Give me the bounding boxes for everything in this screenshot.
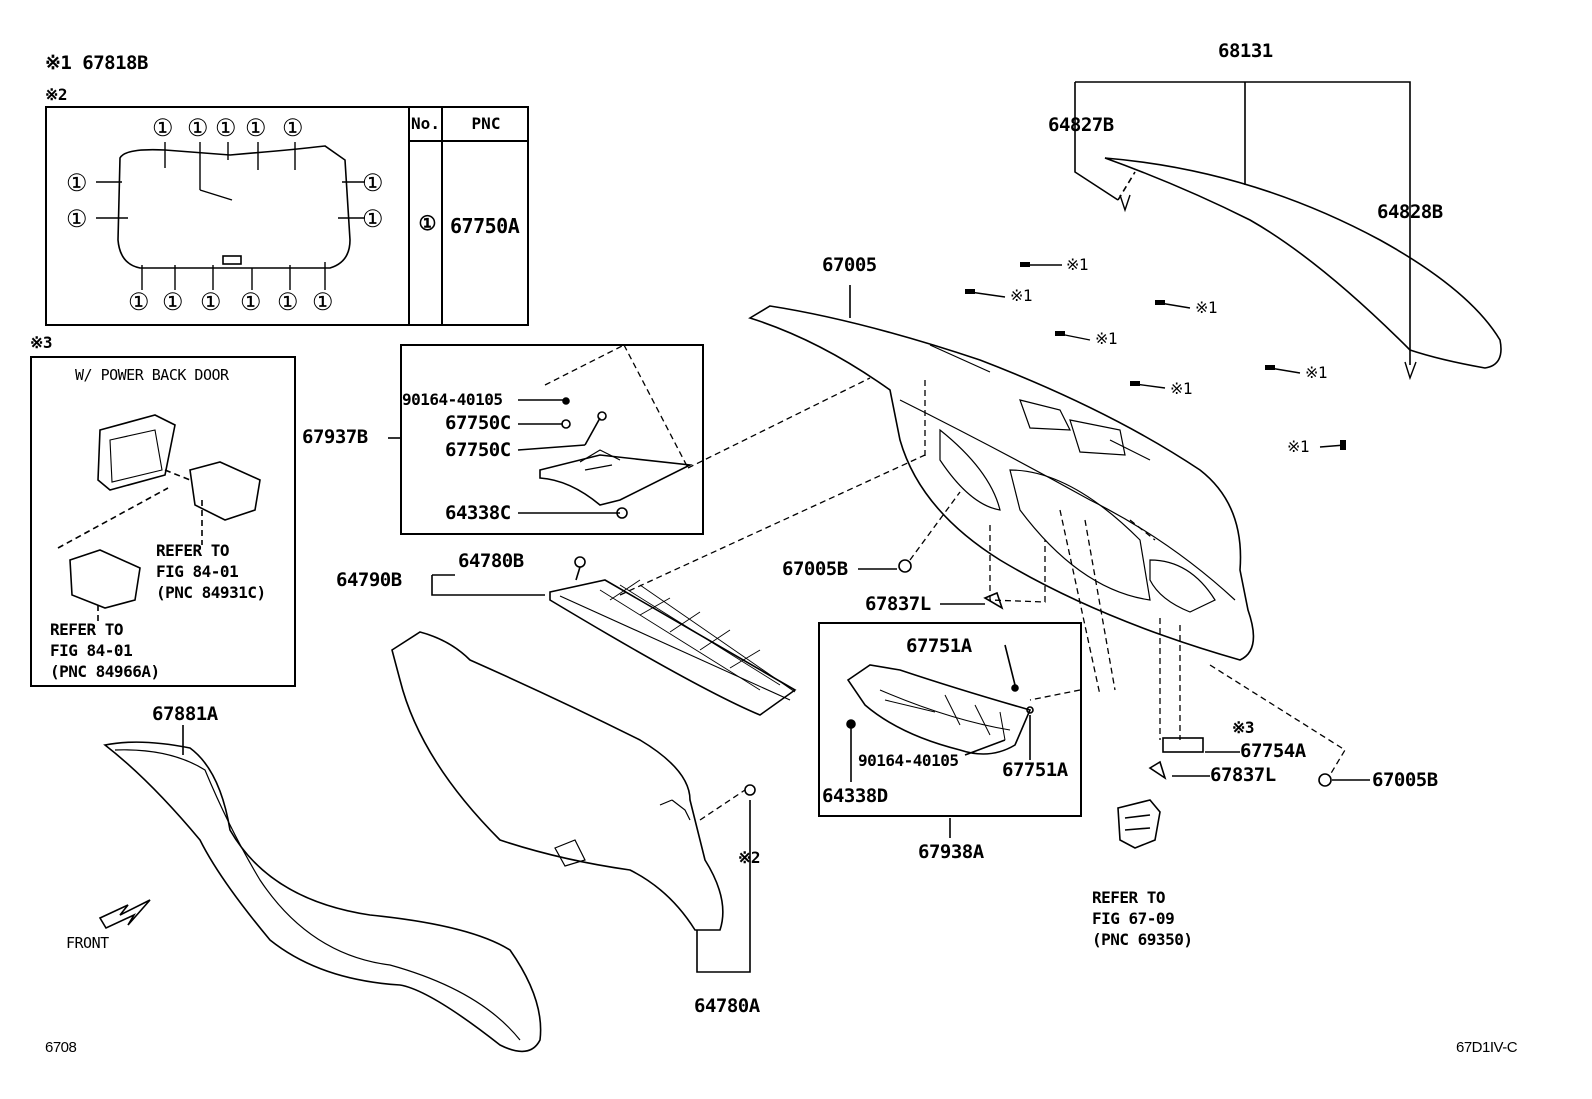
label-67938A: 67938A bbox=[918, 841, 984, 863]
ref-84966A-line1: REFER TO bbox=[50, 620, 124, 639]
label-67837L-a: 67837L bbox=[865, 593, 931, 615]
label-67750C-a: 67750C bbox=[445, 412, 511, 434]
note-2-marker: ※2 bbox=[45, 85, 68, 104]
label-90164-40105-a: 90164-40105 bbox=[402, 390, 503, 409]
label-67881A: 67881A bbox=[152, 703, 218, 725]
ref-84966A-line2: FIG 84-01 bbox=[50, 641, 133, 660]
marker: ① bbox=[187, 114, 209, 142]
front-arrow bbox=[98, 899, 151, 930]
label-90164-40105-b: 90164-40105 bbox=[858, 751, 959, 770]
marker: ① bbox=[128, 288, 150, 316]
table-row-no: ① bbox=[418, 211, 437, 235]
glass-marker-lines bbox=[96, 142, 365, 290]
bracket-67937B bbox=[539, 454, 693, 506]
switch-frame bbox=[97, 414, 176, 491]
label-64827B: 64827B bbox=[1048, 114, 1114, 136]
footer-right-code: 67D1IV-C bbox=[1456, 1039, 1518, 1056]
clip-tag: ※1 bbox=[1287, 437, 1310, 456]
label-67837L-b: 67837L bbox=[1210, 764, 1276, 786]
ref-84931C-line2: FIG 84-01 bbox=[156, 562, 239, 581]
ref-69350-line2: FIG 67-09 bbox=[1092, 909, 1175, 928]
latch-bracket bbox=[1117, 799, 1161, 849]
marker: ① bbox=[277, 288, 299, 316]
label-68131: 68131 bbox=[1218, 40, 1273, 62]
ref-84966A-line3: (PNC 84966A) bbox=[50, 662, 160, 681]
marker: ① bbox=[282, 114, 304, 142]
label-67754A: 67754A bbox=[1240, 740, 1306, 762]
ref-69350-line1: REFER TO bbox=[1092, 888, 1166, 907]
clip-tag: ※1 bbox=[1170, 379, 1193, 398]
label-67005B-b: 67005B bbox=[1372, 769, 1438, 791]
label-64790B: 64790B bbox=[336, 569, 402, 591]
table-header-no: No. bbox=[411, 114, 440, 133]
power-door-title: W/ POWER BACK DOOR bbox=[75, 366, 229, 384]
table-header-pnc: PNC bbox=[471, 114, 501, 133]
marker: ① bbox=[66, 205, 88, 233]
marker: ① bbox=[215, 114, 237, 142]
clip-tag: ※1 bbox=[1010, 286, 1033, 305]
marker: ① bbox=[362, 169, 384, 197]
marker: ① bbox=[66, 169, 88, 197]
marker: ① bbox=[200, 288, 222, 316]
footer-left-code: 6708 bbox=[45, 1039, 77, 1056]
trim-64780A bbox=[391, 631, 724, 931]
note-2-marker-b: ※2 bbox=[738, 848, 761, 867]
back-door-trim bbox=[748, 305, 1255, 661]
glass-inset-box bbox=[45, 106, 529, 326]
note-3-marker: ※3 bbox=[30, 333, 53, 352]
label-67005: 67005 bbox=[822, 254, 877, 276]
label-67750C-b: 67750C bbox=[445, 439, 511, 461]
marker: ① bbox=[162, 288, 184, 316]
label-64780B: 64780B bbox=[458, 550, 524, 572]
marker: ① bbox=[240, 288, 262, 316]
panel-67938A bbox=[818, 622, 1082, 817]
table-row-pnc: 67750A bbox=[450, 214, 520, 238]
clip-tag: ※1 bbox=[1195, 298, 1218, 317]
garnish-64790B bbox=[549, 579, 797, 716]
panel-67937B bbox=[400, 344, 704, 535]
marker: ① bbox=[245, 114, 267, 142]
front-label: FRONT bbox=[66, 934, 109, 952]
table-divider-1 bbox=[408, 106, 410, 326]
clip-tag: ※1 bbox=[1066, 255, 1089, 274]
switch-84966A bbox=[69, 549, 141, 609]
table-header-rule bbox=[408, 140, 529, 142]
note-67818B: ※1 67818B bbox=[45, 52, 148, 74]
label-64828B: 64828B bbox=[1377, 201, 1443, 223]
label-67005B-a: 67005B bbox=[782, 558, 848, 580]
label-67937B: 67937B bbox=[302, 426, 368, 448]
marker: ① bbox=[152, 114, 174, 142]
ref-84931C-line3: (PNC 84931C) bbox=[156, 583, 266, 602]
marker: ① bbox=[312, 288, 334, 316]
ref-84931C-line1: REFER TO bbox=[156, 541, 230, 560]
switch-84931C bbox=[189, 461, 261, 521]
note-3-marker-b: ※3 bbox=[1232, 718, 1255, 737]
clip-tag: ※1 bbox=[1305, 363, 1328, 382]
power-door-box bbox=[30, 356, 296, 687]
label-67751A-b: 67751A bbox=[1002, 759, 1068, 781]
weatherstrip bbox=[103, 741, 542, 1053]
label-64338D: 64338D bbox=[822, 785, 888, 807]
label-64338C: 64338C bbox=[445, 502, 511, 524]
ref-69350-line3: (PNC 69350) bbox=[1092, 930, 1193, 949]
marker: ① bbox=[362, 205, 384, 233]
bracket-67938A bbox=[846, 664, 1032, 755]
table-divider-2 bbox=[441, 106, 443, 326]
clip-tag: ※1 bbox=[1095, 329, 1118, 348]
label-67751A-a: 67751A bbox=[906, 635, 972, 657]
label-64780A: 64780A bbox=[694, 995, 760, 1017]
spoiler-shape bbox=[1104, 157, 1502, 369]
glass-outline bbox=[117, 145, 351, 269]
